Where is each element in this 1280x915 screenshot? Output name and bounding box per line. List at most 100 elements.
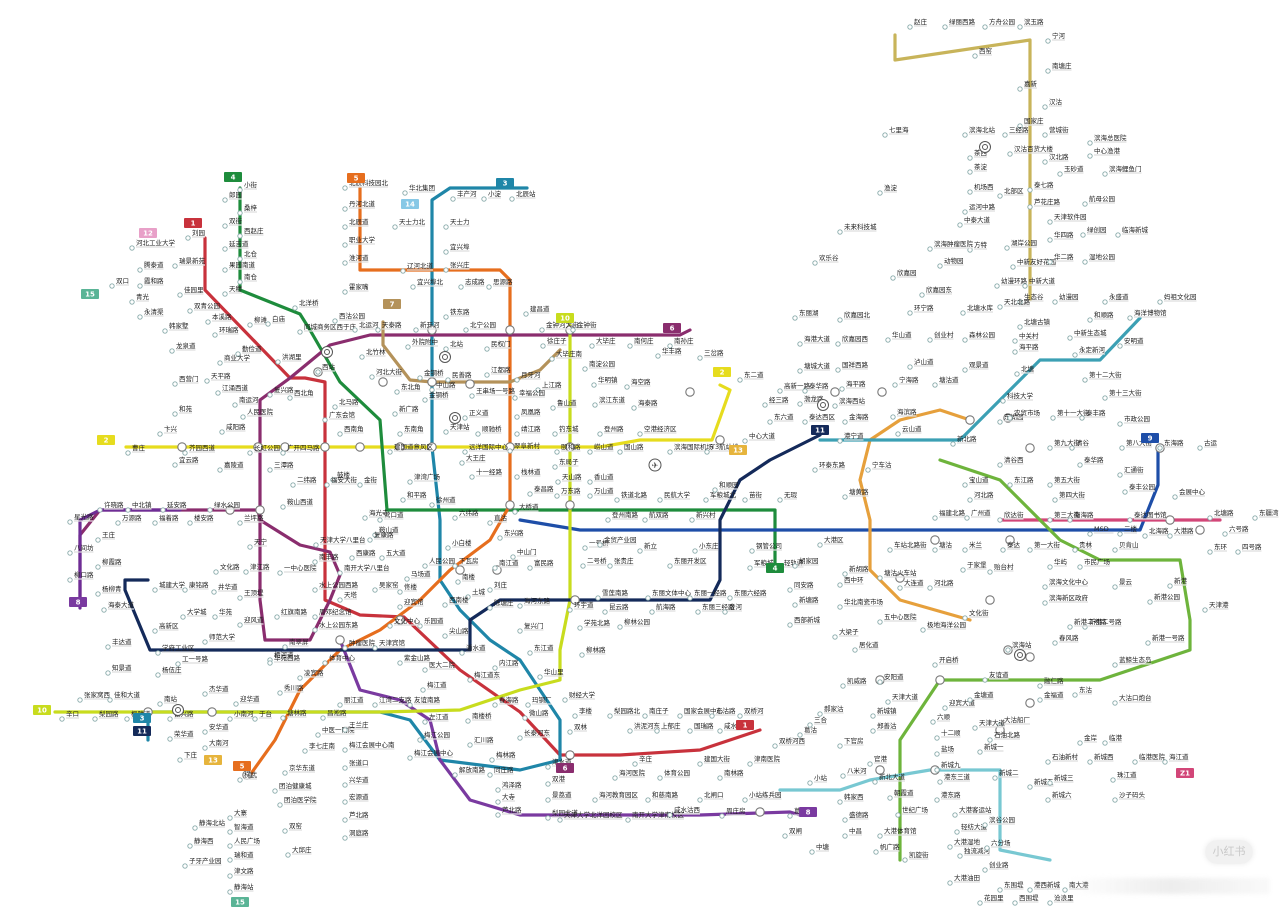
- station[interactable]: 七里海: [882, 125, 909, 138]
- station[interactable]: 福安大街: [324, 475, 358, 488]
- station[interactable]: 天宁: [247, 537, 268, 550]
- station[interactable]: 京华东道: [282, 763, 316, 776]
- station[interactable]: 工一号路: [175, 654, 209, 667]
- station[interactable]: 新北大道: [872, 772, 906, 785]
- station[interactable]: 复兴门: [517, 621, 544, 634]
- station[interactable]: 滨海站: [1005, 640, 1032, 653]
- interchange-station[interactable]: [565, 750, 575, 760]
- station[interactable]: 张贵庄: [607, 556, 634, 569]
- station[interactable]: 洪泥河东: [627, 721, 661, 734]
- station[interactable]: 东丽湖: [792, 308, 819, 321]
- station[interactable]: 梅江道东: [467, 670, 501, 683]
- station[interactable]: 河北大街: [369, 367, 403, 380]
- station[interactable]: 文化街: [962, 608, 989, 621]
- station[interactable]: 中心渔港: [1087, 146, 1121, 159]
- station[interactable]: 福着路: [152, 513, 179, 526]
- station[interactable]: 和顺路: [1087, 310, 1114, 323]
- station[interactable]: 梨园路北: [607, 706, 641, 719]
- station[interactable]: 临港: [1102, 733, 1123, 746]
- station[interactable]: 鸿泽路: [495, 780, 522, 793]
- station[interactable]: 小街: [237, 180, 258, 193]
- station[interactable]: 北塘水库: [960, 303, 994, 316]
- station[interactable]: 新城二: [992, 768, 1019, 781]
- station[interactable]: 大港路: [1167, 526, 1194, 539]
- station[interactable]: 官港: [867, 754, 888, 767]
- interchange-station[interactable]: [1025, 443, 1035, 453]
- station[interactable]: 安华道: [202, 722, 229, 735]
- station[interactable]: 营口道: [377, 510, 404, 523]
- station[interactable]: 团泊健康城: [272, 781, 312, 794]
- station[interactable]: 三经路: [1002, 125, 1029, 138]
- station[interactable]: 华苑西路: [267, 653, 301, 666]
- station[interactable]: 东海路: [1157, 438, 1184, 451]
- interchange-station[interactable]: [355, 442, 365, 452]
- station[interactable]: 兴华道: [342, 775, 369, 788]
- station[interactable]: 贝肯山: [1112, 540, 1139, 553]
- station[interactable]: 东疆湾: [1252, 508, 1279, 521]
- station[interactable]: 鲁山道: [550, 398, 577, 411]
- station[interactable]: 天山路: [555, 472, 582, 485]
- station[interactable]: 腾泰道: [137, 260, 164, 273]
- station[interactable]: 宜云路: [172, 455, 199, 468]
- station[interactable]: 金塘道: [967, 690, 994, 703]
- station[interactable]: 春海路: [492, 695, 519, 708]
- station[interactable]: 盛德路: [842, 810, 869, 823]
- station[interactable]: 绿水公园: [207, 500, 240, 513]
- station[interactable]: 居化道: [852, 640, 879, 653]
- station[interactable]: 梨园路: [92, 709, 119, 722]
- station[interactable]: 鞍山西道: [280, 497, 314, 510]
- station[interactable]: 大梁子: [832, 627, 859, 640]
- station[interactable]: 中医一附院: [315, 725, 355, 738]
- station[interactable]: 海光寺: [362, 508, 389, 521]
- station[interactable]: 南开大学津南校区: [625, 810, 685, 823]
- station[interactable]: 五大道: [379, 548, 406, 561]
- station[interactable]: 东丽开发区: [667, 556, 707, 569]
- station[interactable]: 刘庄: [487, 580, 508, 593]
- station[interactable]: 生态谷: [1017, 292, 1044, 305]
- station[interactable]: 建国道意风区: [387, 442, 434, 455]
- station[interactable]: 潘水道: [459, 643, 486, 656]
- station[interactable]: 靖江路: [514, 424, 541, 437]
- station[interactable]: 创业村: [927, 330, 954, 343]
- station[interactable]: 勤俭道: [235, 344, 262, 357]
- station[interactable]: 人民广场: [227, 836, 261, 849]
- station[interactable]: 永定新河: [1072, 345, 1106, 358]
- station[interactable]: 郎园: [222, 190, 242, 203]
- station[interactable]: 梅江道: [420, 680, 447, 693]
- station[interactable]: 观景道: [962, 360, 989, 373]
- station[interactable]: 周邓纪念馆: [312, 607, 352, 620]
- station[interactable]: 马场道: [404, 569, 431, 582]
- station[interactable]: 迎宾馆: [397, 597, 424, 610]
- station[interactable]: 登州南路: [605, 510, 639, 523]
- station[interactable]: 永盛道: [1102, 292, 1129, 305]
- station[interactable]: 环宁路: [907, 303, 934, 316]
- station[interactable]: 红旗南路: [274, 607, 308, 620]
- station[interactable]: 天士力: [443, 217, 470, 230]
- station[interactable]: 颐和路: [554, 442, 581, 455]
- station[interactable]: 王兰庄: [342, 720, 369, 733]
- station[interactable]: 盐场: [934, 744, 955, 757]
- station[interactable]: 江涌西道: [215, 383, 249, 396]
- station[interactable]: 中关村: [1012, 331, 1039, 344]
- station[interactable]: 北站: [443, 339, 464, 352]
- interchange-station[interactable]: [1195, 525, 1205, 535]
- station[interactable]: 北仓: [237, 249, 258, 262]
- station[interactable]: 民权门: [484, 339, 511, 352]
- station[interactable]: 港西新城: [1027, 880, 1061, 893]
- station[interactable]: 师范大学: [202, 632, 236, 645]
- station[interactable]: 淮河道: [342, 253, 369, 266]
- station[interactable]: 新兴村: [689, 510, 716, 523]
- station[interactable]: 滨海国际机场: [667, 442, 714, 455]
- station[interactable]: 东丽六经路: [727, 588, 767, 601]
- station[interactable]: 紫金山路: [397, 653, 431, 666]
- station[interactable]: 大学城: [180, 607, 207, 620]
- station[interactable]: 人民医院: [240, 407, 274, 420]
- station[interactable]: 许晓路: [97, 500, 124, 513]
- station[interactable]: 新港一号路: [1145, 633, 1185, 646]
- station[interactable]: 雪莲南路: [595, 588, 629, 601]
- station[interactable]: 石油北路: [987, 730, 1021, 743]
- station[interactable]: 中塘: [809, 842, 830, 855]
- station[interactable]: 华四路: [1047, 230, 1074, 243]
- station[interactable]: 双闸: [782, 827, 802, 839]
- station[interactable]: 南开大学八里台: [337, 563, 390, 576]
